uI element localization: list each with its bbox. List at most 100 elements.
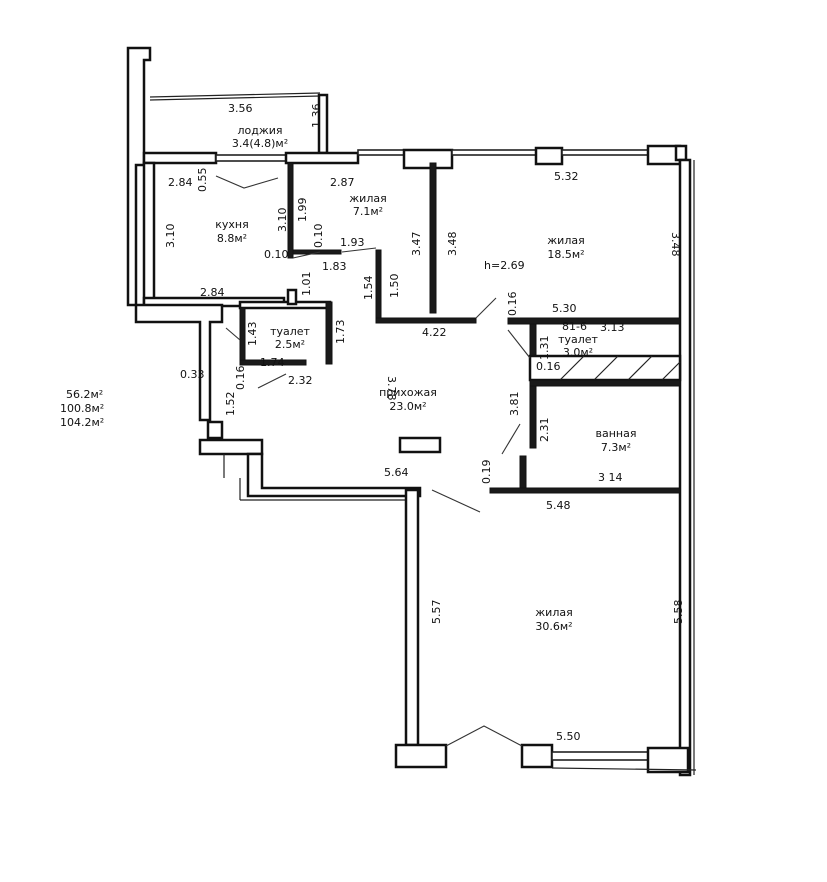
- room-name-hall: прихожая: [379, 386, 437, 399]
- dim-label: 5.57: [430, 600, 443, 625]
- hall-lower-wall: [246, 452, 422, 498]
- room-area-bathroom: 7.3м²: [601, 441, 631, 454]
- loggia-railing-2: [149, 92, 321, 98]
- dim-label: 0.10: [312, 224, 325, 249]
- walls: [126, 46, 697, 777]
- dim-label: 3.81: [508, 392, 521, 417]
- kitchen-door-jamb: [292, 249, 342, 255]
- room-area-bedroom-small: 7.1м²: [353, 205, 383, 218]
- small-room-door: [341, 247, 377, 253]
- dim-label: 0.16: [506, 292, 519, 317]
- toilet1-door: [225, 327, 241, 341]
- big-room-sw-pier: [394, 743, 448, 769]
- total-area-general: 100.8м²: [60, 402, 104, 415]
- duct-hatch: [559, 355, 681, 381]
- bathroom-bottom-wall: [489, 487, 681, 494]
- room-window-1: [357, 149, 407, 156]
- toilet1-left-wall: [239, 307, 246, 365]
- dim-label: 3.48: [669, 232, 682, 257]
- entry-left-wall: [134, 303, 224, 422]
- room-area-hall: 23.0м²: [389, 400, 426, 413]
- pier-1: [402, 148, 454, 170]
- duct-block: [528, 354, 682, 382]
- big-room-se-pier: [646, 746, 690, 774]
- bathroom-left-wall: [529, 385, 537, 449]
- bathroom-left-stub: [519, 455, 527, 493]
- room-name-bedroom-small: жилая: [349, 192, 386, 205]
- dim-label: 81-6: [562, 320, 587, 333]
- ceiling-height: h=2.69: [484, 259, 525, 272]
- dim-label: 1.93: [340, 236, 365, 249]
- dim-label: 0.10: [264, 248, 289, 261]
- dim-label: 0.33: [180, 368, 205, 381]
- dim-label: 4.22: [422, 326, 447, 339]
- room-name-kitchen: кухня: [215, 218, 248, 231]
- toilet1-right-wall: [325, 301, 333, 365]
- dim-label: 1.50: [388, 274, 401, 299]
- dim-label: 3.56: [228, 102, 253, 115]
- kitchen-left-wall: [142, 161, 156, 307]
- dim-label: 3.10: [164, 224, 177, 249]
- dim-label: 0.16: [234, 366, 247, 391]
- room-name-living-large: жилая: [535, 606, 572, 619]
- big-room-door: [431, 489, 481, 513]
- big-room-sill: [551, 767, 697, 771]
- kitchen-loggia-door: [215, 175, 279, 189]
- balcony-door: [445, 725, 523, 747]
- big-room-mid-pier: [520, 743, 554, 769]
- room-area-bedroom-mid: 18.5м²: [547, 248, 584, 261]
- dim-label: 2.87: [330, 176, 355, 189]
- toilet1-riser: [286, 288, 298, 306]
- toilet1-bottom-wall: [239, 359, 307, 366]
- total-area-with-loggia: 104.2м²: [60, 416, 104, 429]
- room-window-2: [451, 149, 537, 156]
- pier-2: [534, 146, 564, 166]
- room-area-loggia: 3.4(4.8)м²: [232, 137, 288, 150]
- big-room-window: [551, 751, 649, 761]
- hall-top-wall: [375, 317, 477, 324]
- dim-label: 2.32: [288, 374, 313, 387]
- dim-label: 5.30: [552, 302, 577, 315]
- dim-label: 1.01: [300, 272, 313, 297]
- room-name-bedroom-mid: жилая: [547, 234, 584, 247]
- total-area-living: 56.2м²: [66, 388, 103, 401]
- toilet1-top-wall: [238, 300, 332, 310]
- toilet1-swing: [257, 373, 287, 389]
- dim-label: 3.47: [410, 232, 423, 257]
- big-room-left-wall: [404, 488, 420, 747]
- entry-door-jamb: [206, 420, 224, 440]
- total-areas: 56.2м² 100.8м² 104.2м²: [60, 388, 104, 429]
- dim-label: 1.36: [310, 104, 323, 129]
- room-name-toilet-1: туалет: [270, 325, 310, 338]
- dim-label: 3.48: [446, 232, 459, 257]
- dim-label: 2.84: [200, 286, 225, 299]
- dim-label: 1.83: [322, 260, 347, 273]
- room-top-wall-left: [284, 151, 360, 165]
- toilet2-door: [507, 329, 531, 359]
- dim-label: 1.52: [224, 392, 237, 417]
- room-area-toilet-1: 2.5м²: [275, 338, 305, 351]
- dim-label: 1.54: [362, 276, 375, 301]
- room-area-kitchen: 8.8м²: [217, 232, 247, 245]
- dim-label: 3.78: [385, 376, 398, 401]
- dim-label: 2.31: [538, 418, 551, 443]
- dim-label: 0.19: [480, 460, 493, 485]
- bathroom-door: [501, 423, 521, 455]
- dim-label: 5.50: [556, 730, 581, 743]
- kitchen-room-partition: [287, 162, 294, 259]
- dim-label: 5.64: [384, 466, 409, 479]
- room-name-toilet-2: туалет: [558, 333, 598, 346]
- room-area-toilet-2: 3.0м²: [563, 346, 593, 359]
- dim-label: 2.84: [168, 176, 193, 189]
- kitchen-top-wall: [142, 151, 218, 165]
- corner-ne: [674, 144, 688, 162]
- hall-column: [398, 436, 442, 454]
- dim-label: 1.74: [260, 356, 285, 369]
- room-name-loggia: лоджия: [237, 124, 282, 137]
- entry-bottom-wall: [198, 438, 264, 456]
- door-swings: [215, 175, 531, 747]
- dim-label: 5.32: [554, 170, 579, 183]
- dim-label: 5.58: [672, 600, 685, 625]
- room-window-3: [561, 149, 649, 156]
